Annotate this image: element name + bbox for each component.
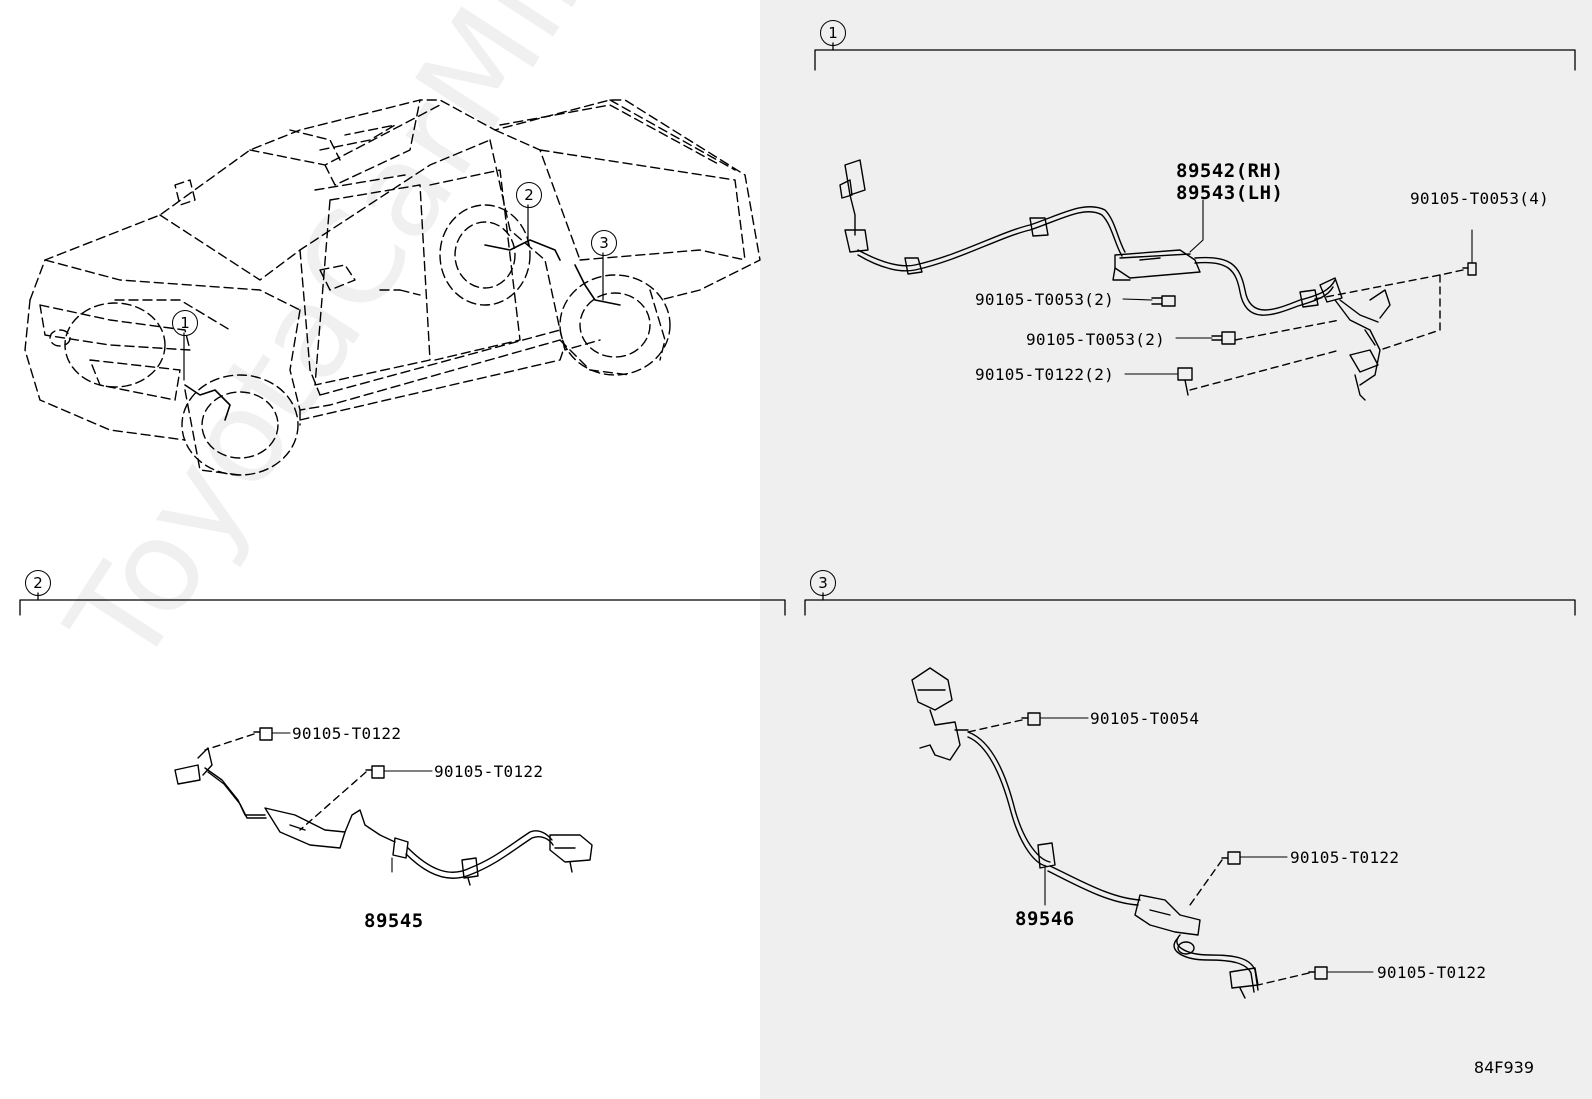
shaded-panel-background	[760, 0, 1592, 1099]
fastener-label-s2-b: 90105-T0122	[434, 762, 544, 781]
section-2-number: 2	[25, 570, 51, 596]
section-2-drawing	[19, 592, 786, 886]
section-1-drawing	[814, 42, 1576, 401]
part-number-89546: 89546	[1015, 908, 1075, 930]
truck-callout-1: 1	[172, 310, 198, 336]
figure-code: 84F939	[1473, 1058, 1534, 1077]
fastener-label-s1-d: 90105-T0122(2)	[975, 365, 1115, 384]
fastener-label-s2-a: 90105-T0122	[292, 724, 402, 743]
fastener-label-s1-b: 90105-T0053(2)	[975, 290, 1115, 309]
section-3-drawing	[804, 592, 1576, 999]
section-3-number: 3	[810, 570, 836, 596]
section-1-bolts	[1151, 262, 1477, 396]
fastener-label-s3-a: 90105-T0054	[1090, 709, 1200, 728]
pickup-truck-illustration	[24, 99, 761, 476]
part-number-89543-lh: 89543(LH)	[1176, 182, 1284, 204]
fastener-label-s3-c: 90105-T0122	[1377, 963, 1487, 982]
fastener-label-s3-b: 90105-T0122	[1290, 848, 1400, 867]
fastener-label-s1-a: 90105-T0053(4)	[1410, 189, 1550, 208]
part-number-89545: 89545	[364, 910, 424, 932]
section-1-number: 1	[820, 20, 846, 46]
fastener-label-s1-c: 90105-T0053(2)	[1026, 330, 1166, 349]
part-number-89542-rh: 89542(RH)	[1176, 160, 1284, 182]
truck-callout-3: 3	[591, 230, 617, 256]
truck-callout-2: 2	[516, 182, 542, 208]
